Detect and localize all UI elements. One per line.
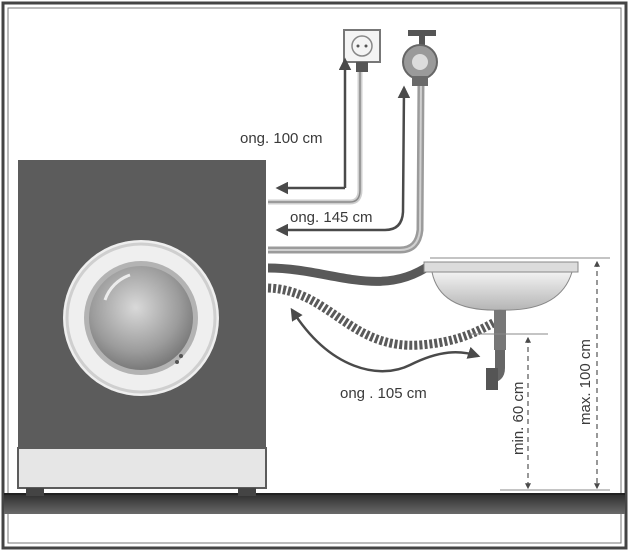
inlet-hose-label: ong. 145 cm [290, 209, 373, 226]
machine-base [17, 447, 267, 489]
floor [4, 494, 625, 514]
inlet-hose [268, 79, 425, 254]
drain-hose-arrow [290, 307, 481, 373]
machine-door [63, 240, 219, 396]
wall-socket-icon [343, 29, 381, 72]
inner-frame [7, 7, 622, 544]
sink-icon [423, 261, 579, 390]
water-tap-icon [402, 30, 438, 86]
drain-hose-label: ong . 105 cm [340, 385, 427, 402]
power-cord-label: ong. 100 cm [240, 130, 323, 147]
max-height-label: max. 100 cm [577, 339, 594, 425]
washing-machine-icon [17, 160, 267, 496]
inlet-hose-arrow [275, 85, 411, 237]
min-height-label: min. 60 cm [510, 382, 527, 455]
